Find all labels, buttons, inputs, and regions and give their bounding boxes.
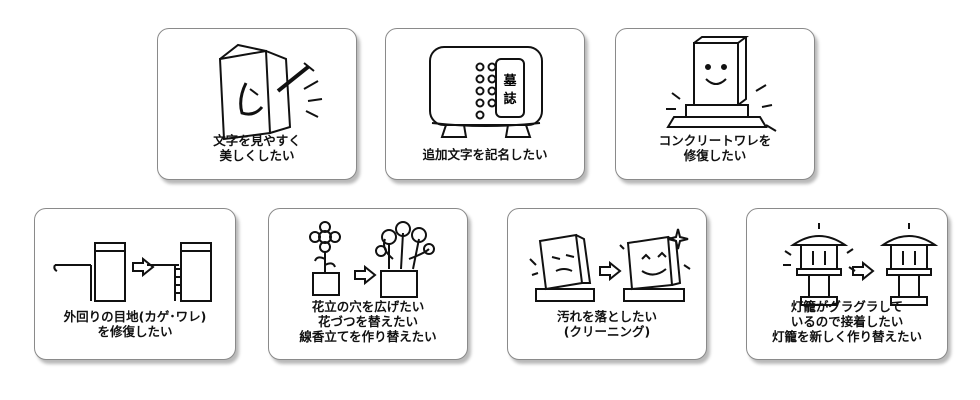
caption-line: (クリーニング) (563, 324, 651, 339)
smiling-tombstone-icon (666, 36, 777, 132)
service-card-stone-lantern[interactable]: 灯籠がグラグラして いるので接着したい 灯籠を新しく作り替えたい (746, 208, 948, 360)
tombstone-inscription-icon: 墓 誌 (429, 46, 543, 138)
caption-line: 追加文字を記名したい (422, 147, 548, 162)
flower-vase-icon (309, 221, 435, 298)
joint-repair-icon (53, 242, 212, 302)
service-card-add-inscription[interactable]: 墓 誌 追加文字を記名したい (385, 28, 585, 180)
caption-line: 外回りの目地(カゲ･ワレ) (63, 309, 207, 324)
service-card-flower-vase[interactable]: 花立の穴を広げたい 花づつを替えたい 線香立てを作り替えたい (268, 208, 468, 360)
caption-line: 文字を見やすく (213, 133, 301, 148)
stone-lantern-icon (783, 223, 939, 306)
service-card-engraving[interactable]: 文字を見やすく 美しくしたい (157, 28, 357, 180)
caption-line: 花立の穴を広げたい (311, 299, 425, 314)
service-card-cleaning[interactable]: 汚れを落としたい (クリーニング) (507, 208, 707, 360)
cleaning-tombstone-icon (529, 228, 691, 302)
inscription-kanji: 墓 (502, 73, 517, 89)
caption-line: 美しくしたい (219, 148, 295, 163)
caption-line: 線香立てを作り替えたい (299, 329, 437, 344)
caption-line: 花づつを替えたい (317, 314, 418, 329)
caption-line: いるので接着したい (790, 314, 904, 329)
caption-line: 灯籠がグラグラして (790, 299, 904, 314)
caption-line: 灯籠を新しく作り替えたい (771, 329, 922, 344)
tombstone-engraving-icon (218, 43, 323, 141)
service-card-joint-repair[interactable]: 外回りの目地(カゲ･ワレ) を修復したい (34, 208, 236, 360)
inscription-kanji: 誌 (503, 91, 516, 107)
caption-line: コンクリートワレを (658, 133, 772, 148)
caption-line: 汚れを落としたい (556, 309, 657, 324)
caption-line: 修復したい (683, 148, 747, 163)
service-card-concrete-crack[interactable]: コンクリートワレを 修復したい (615, 28, 815, 180)
caption-line: を修復したい (97, 324, 173, 339)
